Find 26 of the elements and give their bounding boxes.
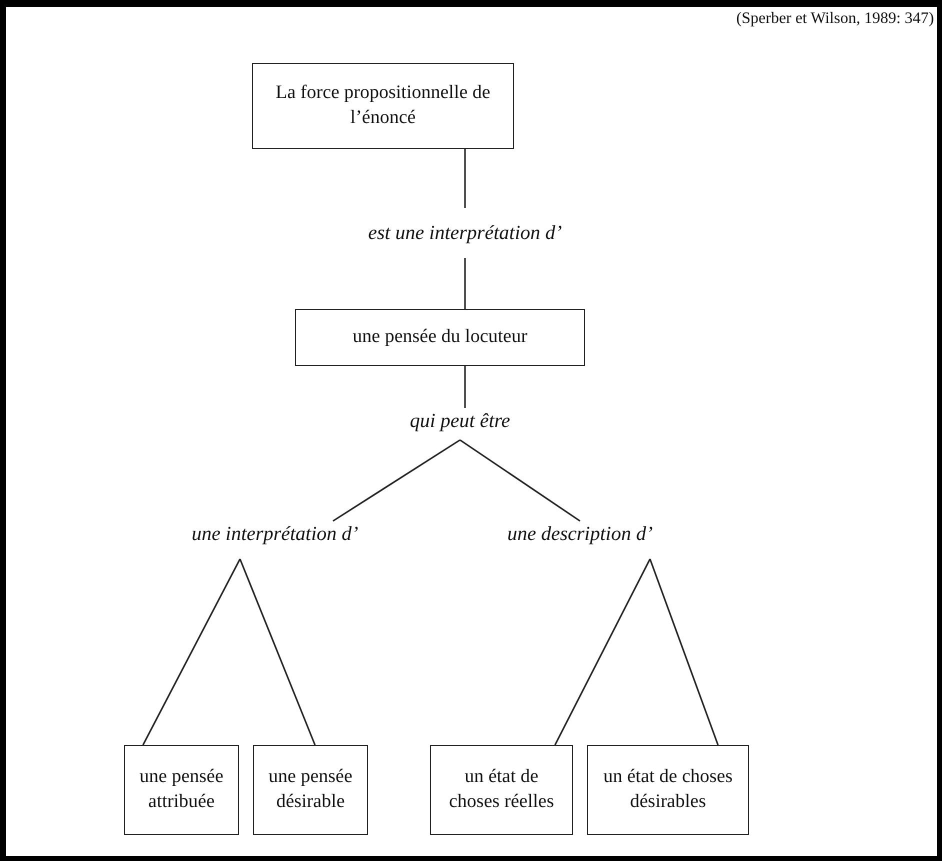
concept-box: [124, 745, 239, 835]
relation-text: une interprétation d’: [192, 522, 358, 547]
source-citation: (Sperber et Wilson, 1989: 347): [736, 10, 934, 28]
connector-line: [464, 258, 466, 309]
box-text: une pensée attribuée: [138, 765, 224, 814]
relation-text: qui peut être: [410, 409, 510, 434]
box-text: une pensée désirable: [268, 765, 354, 814]
relation-text: une description d’: [507, 522, 653, 547]
box-text: un état de choses désirables: [602, 765, 734, 814]
concept-box: [430, 745, 573, 835]
connector-line: [460, 439, 580, 522]
connector-line: [554, 558, 651, 746]
connector-line: [649, 558, 719, 746]
concept-box: [295, 309, 585, 366]
box-text: une pensée du locuteur: [352, 325, 528, 350]
connector-line: [332, 439, 460, 522]
connector-line: [464, 149, 466, 208]
box-text: La force propositionnelle de l’énoncé: [274, 81, 492, 130]
connector-line: [239, 558, 316, 746]
relation-text: est une interprétation d’: [368, 221, 562, 246]
box-text: un état de choses réelles: [448, 765, 555, 814]
concept-box: [252, 63, 514, 149]
concept-box: [587, 745, 749, 835]
connector-line: [142, 558, 241, 746]
concept-box: [253, 745, 368, 835]
connector-line: [464, 366, 466, 408]
